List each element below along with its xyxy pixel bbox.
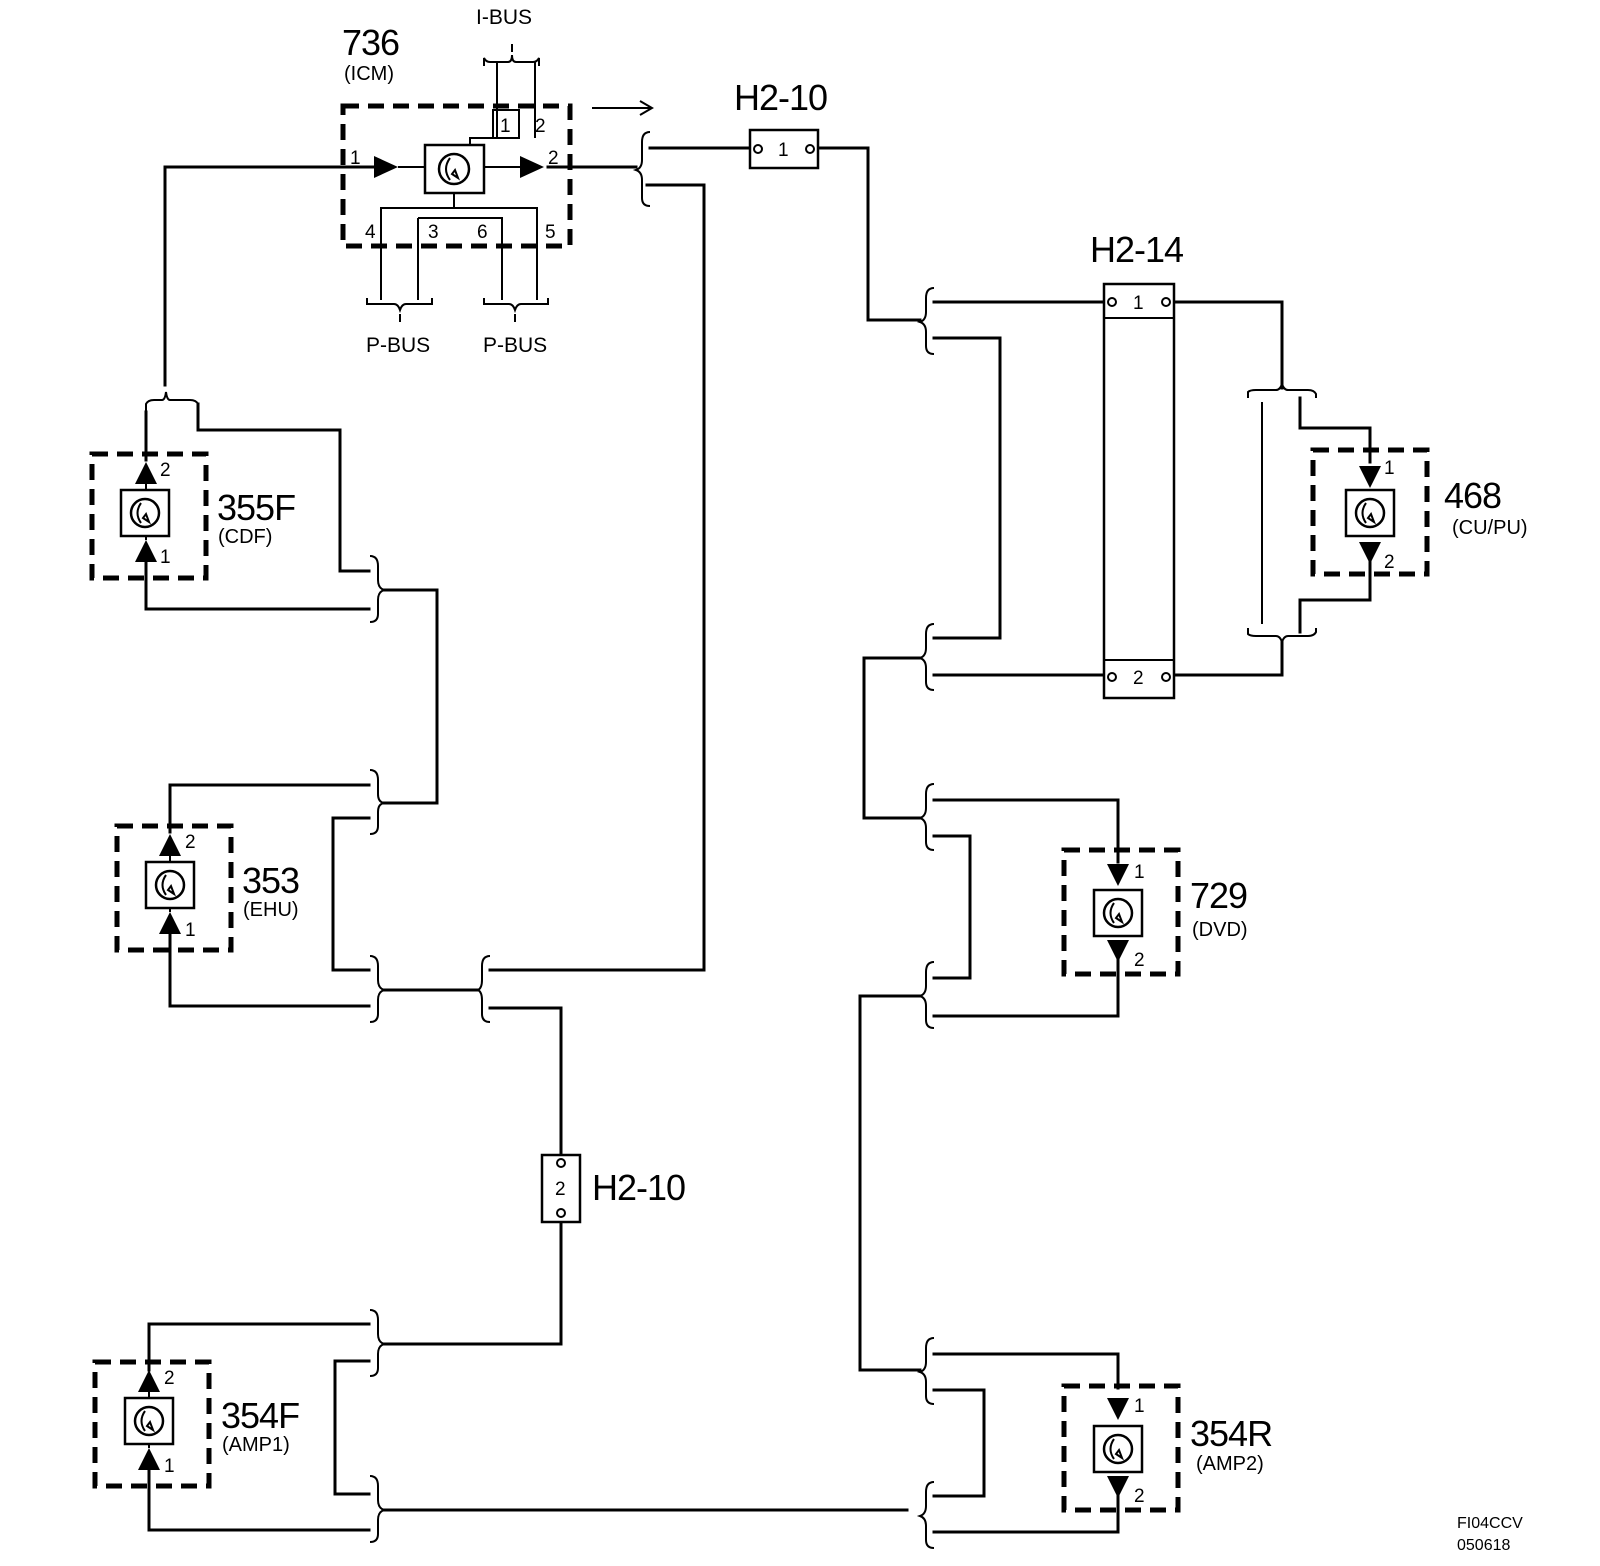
pbus-right-group: P-BUS	[483, 298, 549, 357]
cdf-id: 355F	[217, 487, 295, 528]
icm-pin-3: 3	[428, 222, 439, 243]
icm-pin-5: 5	[545, 222, 556, 243]
amp1-id: 354F	[221, 1395, 299, 1436]
h2-10-top-pin: 1	[778, 140, 789, 161]
amp2-id: 354R	[1190, 1413, 1272, 1454]
icm-pin-6: 6	[477, 222, 488, 243]
icm-ibus-pin-2: 2	[535, 116, 546, 137]
node-ehu: 2 1 353 (EHU)	[114, 823, 300, 953]
ibus-label: I-BUS	[476, 6, 532, 29]
transceiver-icon	[154, 869, 186, 901]
dvd-name: (DVD)	[1192, 919, 1248, 941]
icm-pin-1: 1	[350, 148, 361, 169]
connector-h2-10-top: 1 H2-10	[734, 77, 828, 170]
cdf-pin-2: 2	[160, 460, 171, 481]
node-amp2: 1 2 354R (AMP2)	[1061, 1383, 1273, 1513]
icm-pin-4: 4	[365, 222, 376, 243]
transceiver-icon	[1102, 1433, 1134, 1465]
transceiver-icon	[437, 152, 471, 186]
h2-14-pin-2: 2	[1133, 668, 1144, 689]
pbus-left-label: P-BUS	[366, 334, 430, 357]
node-cupu: 1 2 468 (CU/PU)	[1310, 447, 1528, 577]
cupu-pin-1: 1	[1384, 458, 1395, 479]
figure-ref-code: FI04CCV	[1457, 1515, 1523, 1532]
amp1-pin-2: 2	[164, 1368, 175, 1389]
icm-name: (ICM)	[344, 63, 394, 85]
transceiver-icon	[1102, 897, 1134, 929]
amp1-name: (AMP1)	[222, 1434, 290, 1456]
pbus-left-group: P-BUS	[366, 298, 433, 357]
transceiver-icon	[1354, 497, 1386, 529]
icm-pin-2: 2	[548, 148, 559, 169]
cupu-id: 468	[1444, 475, 1501, 516]
pbus-right-label: P-BUS	[483, 334, 547, 357]
amp2-pin-2: 2	[1134, 1486, 1145, 1507]
dvd-pin-1: 1	[1134, 862, 1145, 883]
amp2-pin-1: 1	[1134, 1396, 1145, 1417]
ehu-name: (EHU)	[243, 899, 299, 921]
connector-h2-10-bottom: 2 H2-10	[540, 1153, 686, 1224]
icm-module: 1 2 3 4 5 6 1 2 736 (ICM)	[340, 22, 573, 300]
node-amp1: 2 1 354F (AMP1)	[92, 1359, 300, 1489]
node-dvd: 1 2 729 (DVD)	[1061, 847, 1248, 977]
transceiver-icon	[133, 1405, 165, 1437]
cupu-name: (CU/PU)	[1452, 517, 1528, 539]
h2-14-label: H2-14	[1090, 229, 1183, 270]
amp1-pin-1: 1	[164, 1456, 175, 1477]
ibus-group: I-BUS	[476, 6, 540, 66]
cdf-pin-1: 1	[160, 547, 171, 568]
right-wiring	[810, 146, 1372, 1549]
figure-ref-date: 050618	[1457, 1537, 1510, 1554]
node-cdf: 2 1 355F (CDF)	[89, 451, 296, 581]
ehu-pin-1: 1	[185, 920, 196, 941]
transceiver-icon	[129, 497, 161, 529]
ehu-pin-2: 2	[185, 832, 196, 853]
connector-h2-14: 1 2 H2-14	[1090, 229, 1184, 700]
h2-14-pin-1: 1	[1133, 293, 1144, 314]
amp2-name: (AMP2)	[1196, 1453, 1264, 1475]
icm-ibus-pin-1: 1	[500, 116, 511, 137]
dvd-pin-2: 2	[1134, 950, 1145, 971]
direction-arrow-icon	[592, 100, 654, 116]
h2-10-bottom-pin: 2	[555, 1179, 566, 1200]
cdf-name: (CDF)	[218, 526, 272, 548]
icm-id: 736	[342, 22, 399, 63]
left-wiring	[144, 131, 909, 1543]
ehu-id: 353	[242, 860, 299, 901]
h2-10-top-label: H2-10	[734, 77, 827, 118]
dvd-id: 729	[1190, 875, 1247, 916]
cupu-pin-2: 2	[1384, 552, 1395, 573]
h2-10-bottom-label: H2-10	[592, 1167, 685, 1208]
